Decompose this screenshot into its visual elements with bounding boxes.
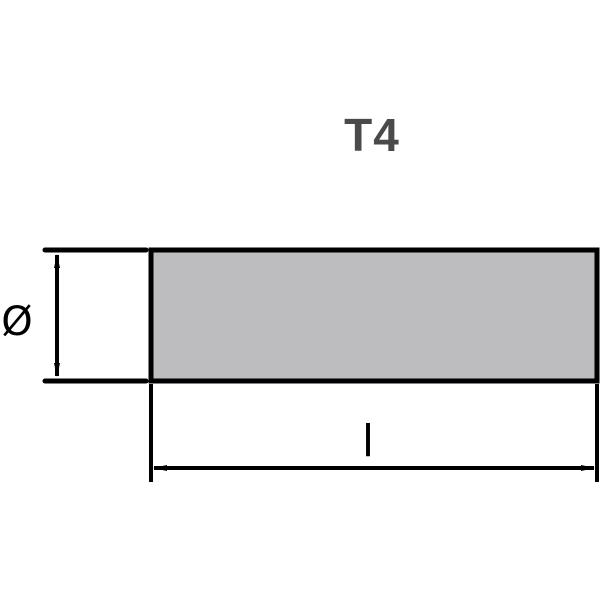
part-body (148, 247, 600, 384)
diameter-label: Ø (1, 299, 32, 345)
length-label: l (362, 416, 374, 467)
diagram-title: T4 (344, 109, 400, 161)
